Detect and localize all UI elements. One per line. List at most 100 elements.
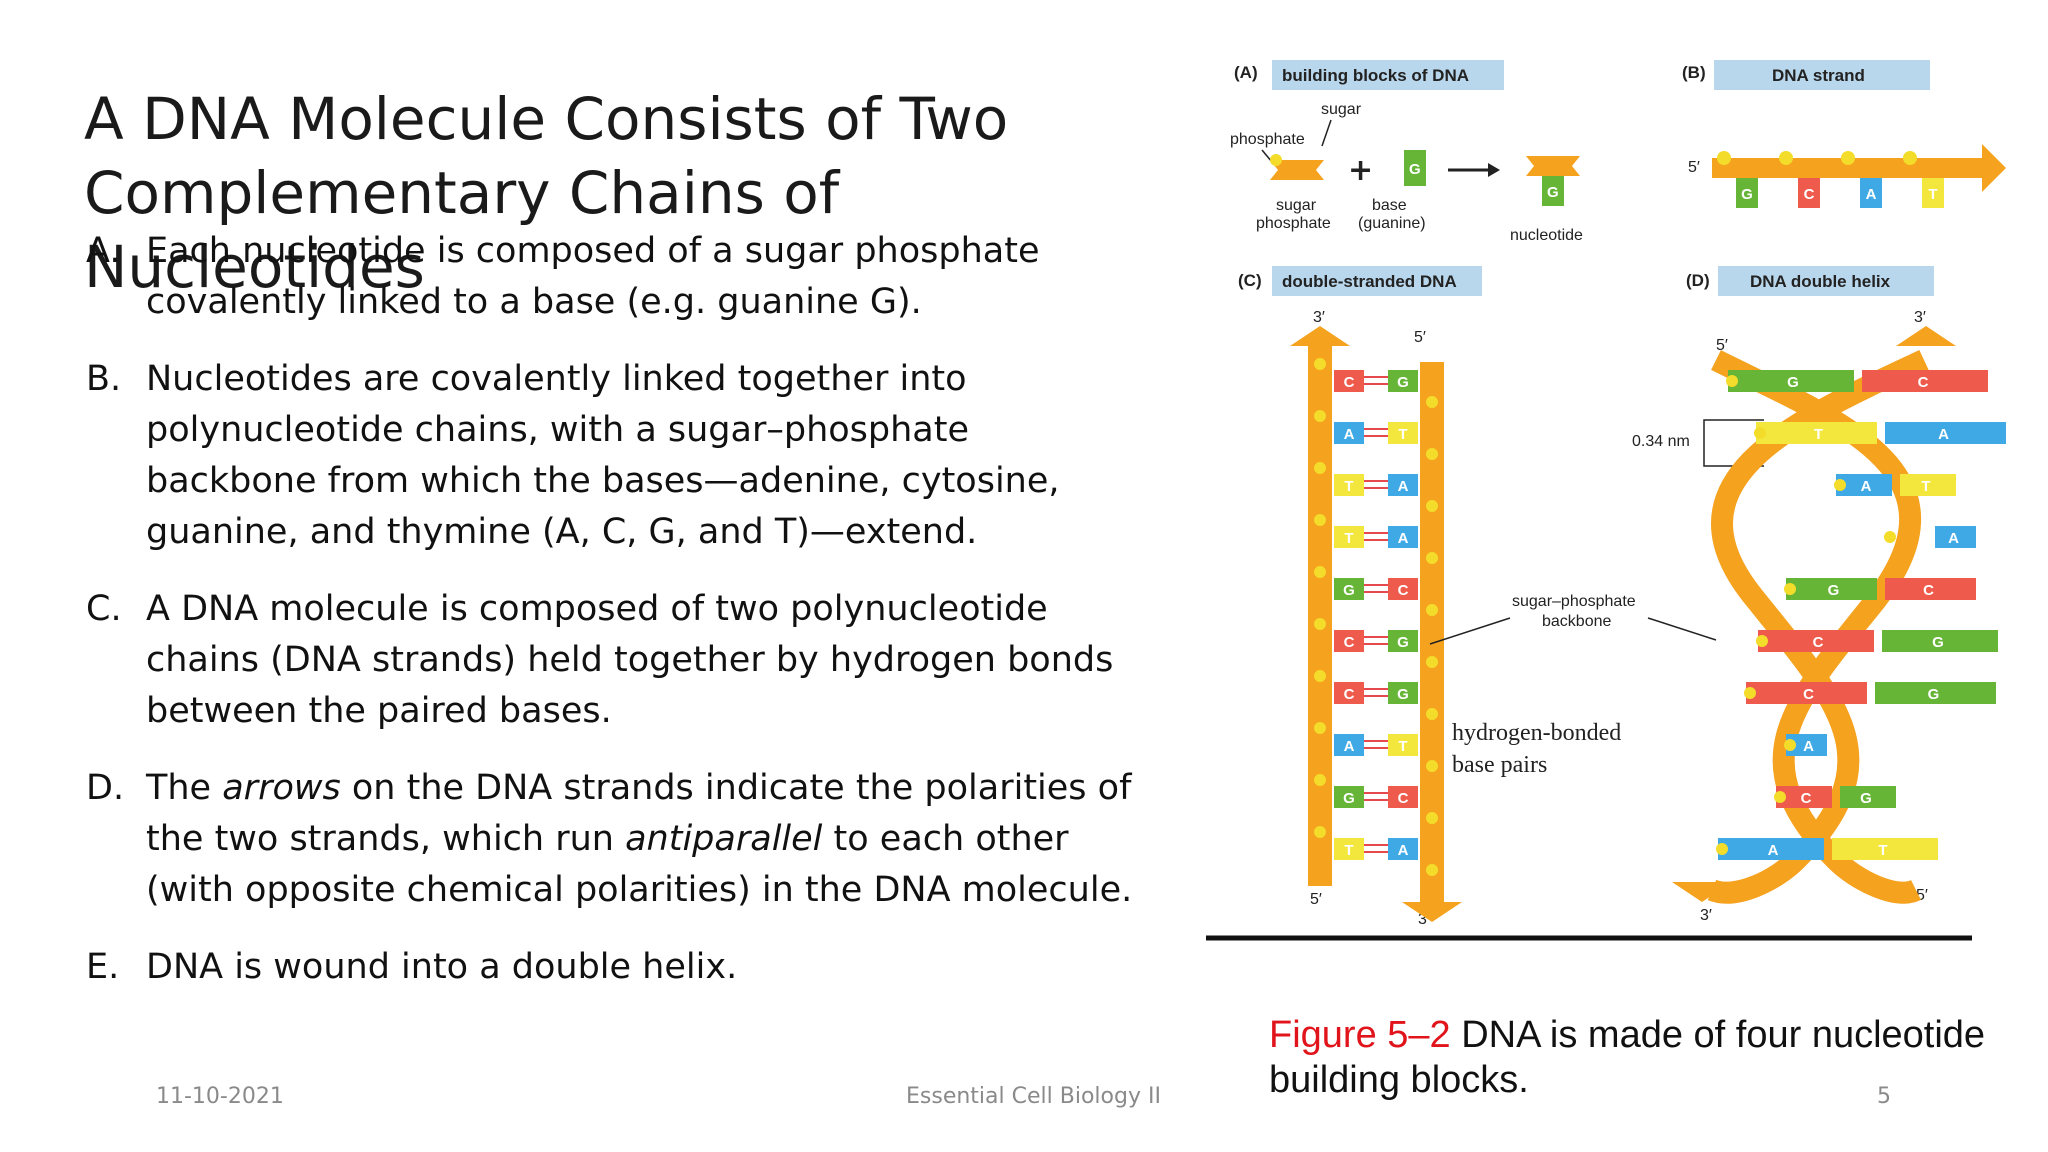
- nucleotide-base-shape: [1542, 176, 1564, 206]
- ds-left-base: [1334, 786, 1364, 808]
- ds-left-bottom-label: 5′: [1310, 891, 1322, 908]
- ds-right-base: [1388, 422, 1418, 444]
- backbone-label-2: backbone: [1542, 613, 1611, 630]
- helix-bottom-five-prime: 5′: [1916, 887, 1928, 904]
- phosphate-circle: [1726, 375, 1738, 387]
- helix-right-base: [1885, 578, 1976, 600]
- bullet-text: DNA is wound into a double helix.: [146, 942, 1146, 993]
- ds-right-base: [1388, 578, 1418, 600]
- nucleotide-sugar-shape: [1526, 156, 1580, 176]
- phosphate-circle: [1426, 500, 1438, 512]
- phosphate-circle: [1314, 670, 1326, 682]
- bullet-item: B.Nucleotides are covalently linked toge…: [86, 354, 1146, 558]
- bullet-item: A.Each nucleotide is composed of a sugar…: [86, 226, 1146, 328]
- phosphate-circle: [1426, 812, 1438, 824]
- bullet-text: A DNA molecule is composed of two polynu…: [146, 584, 1146, 737]
- phosphate-circle: [1426, 864, 1438, 876]
- figure-caption-text: DNA is made of four nucleotide building …: [1269, 1014, 1986, 1101]
- ds-right-base-letter: C: [1398, 582, 1409, 599]
- strand-base-letter: C: [1804, 186, 1815, 203]
- sugar-label: sugar: [1321, 101, 1362, 118]
- helix-left-base: [1786, 578, 1877, 600]
- helix-arrow-top: [1896, 326, 1956, 346]
- panel-c-label: (C): [1238, 271, 1262, 290]
- phosphate-circle: [1426, 396, 1438, 408]
- bullet-list: A.Each nucleotide is composed of a sugar…: [86, 226, 1146, 1019]
- ds-right-base: [1388, 734, 1418, 756]
- left-backbone-arrow: [1290, 326, 1350, 346]
- phosphate-circle: [1784, 583, 1796, 595]
- bullet-item: E.DNA is wound into a double helix.: [86, 942, 1146, 993]
- bullet-letter: D.: [86, 768, 125, 808]
- ds-left-base: [1334, 630, 1364, 652]
- helix-right-base-letter: A: [1948, 530, 1959, 547]
- phosphate-circle: [1717, 151, 1731, 165]
- left-backbone: [1308, 346, 1332, 886]
- hbond-label-1: hydrogen-bonded: [1452, 720, 1621, 746]
- bullet-text: The arrows on the DNA strands indicate t…: [146, 763, 1146, 916]
- bullet-letter: B.: [86, 359, 122, 399]
- panel-d-title-box: [1718, 266, 1934, 296]
- phosphate-circle: [1779, 151, 1793, 165]
- phosphate-circle: [1314, 618, 1326, 630]
- emphasis-text: antiparallel: [625, 819, 823, 859]
- footer-page-number: 5: [1877, 1084, 1891, 1109]
- ds-left-base-letter: C: [1344, 634, 1355, 651]
- footer-course: Essential Cell Biology II: [906, 1084, 1161, 1109]
- bullet-text: Each nucleotide is composed of a sugar p…: [146, 226, 1146, 328]
- ds-right-base-letter: G: [1397, 374, 1409, 391]
- dna-figure: (A) building blocks of DNA (B) DNA stran…: [1206, 60, 2006, 941]
- helix-left-base-letter: G: [1828, 582, 1840, 599]
- phosphate-label: phosphate: [1230, 131, 1305, 148]
- ds-left-base-letter: A: [1344, 738, 1355, 755]
- helix-top-three-prime: 3′: [1914, 309, 1926, 326]
- bullet-text-segment: DNA is wound into a double helix.: [146, 947, 738, 987]
- helix-arrow-bottom: [1672, 882, 1732, 902]
- helix-left-base: [1728, 370, 1854, 392]
- bullet-letter: C.: [86, 589, 122, 629]
- helix-left-base: [1718, 838, 1824, 860]
- ds-right-bottom-label: 3′: [1418, 911, 1430, 928]
- helix-top-five-prime: 5′: [1716, 337, 1728, 354]
- helix-right-base-letter: G: [1928, 686, 1940, 703]
- ds-left-base-letter: T: [1344, 530, 1353, 547]
- ds-right-base-letter: C: [1398, 790, 1409, 807]
- panel-a-building-blocks: sugar phosphate + G G sugar phosphate ba…: [1230, 101, 1583, 244]
- bullet-item: C. A DNA molecule is composed of two poly…: [86, 584, 1146, 737]
- ds-left-base: [1334, 370, 1364, 392]
- ds-left-base: [1334, 578, 1364, 600]
- helix-right-base-letter: G: [1860, 790, 1872, 807]
- base-label-1: base: [1372, 197, 1407, 214]
- helix-right-base: [1862, 370, 1988, 392]
- strand-base-c: [1798, 178, 1820, 208]
- helix-left-base: [1758, 630, 1874, 652]
- panel-a-title: building blocks of DNA: [1282, 66, 1469, 85]
- ds-left-base-letter: G: [1343, 582, 1355, 599]
- ds-left-base: [1334, 838, 1364, 860]
- ds-left-base: [1334, 682, 1364, 704]
- bullet-item: D. The arrows on the DNA strands indicate…: [86, 763, 1146, 916]
- ds-left-base: [1334, 474, 1364, 496]
- helix-right-base-letter: T: [1921, 478, 1930, 495]
- ds-right-base-letter: T: [1398, 426, 1407, 443]
- strand-base-t: [1922, 178, 1944, 208]
- phosphate-circle: [1314, 566, 1326, 578]
- helix-right-base: [1935, 526, 1976, 548]
- phosphate-circle: [1314, 774, 1326, 786]
- helix-left-base: [1776, 786, 1832, 808]
- ds-left-base-letter: A: [1344, 426, 1355, 443]
- ds-left-top-label: 3′: [1313, 309, 1325, 326]
- helix-left-base-letter: A: [1768, 842, 1779, 859]
- helix-right-base-letter: G: [1932, 634, 1944, 651]
- panel-d-header: (D) DNA double helix: [1686, 266, 1934, 296]
- panel-b-label: (B): [1682, 63, 1706, 82]
- ds-right-base-letter: G: [1397, 686, 1409, 703]
- ds-right-base: [1388, 786, 1418, 808]
- phosphate-circle: [1884, 531, 1896, 543]
- panel-c-title-box: [1272, 266, 1482, 296]
- backbone-callout: sugar–phosphate backbone: [1429, 593, 1717, 645]
- figure-caption: Figure 5–2 DNA is made of four nucleotid…: [1269, 1013, 2029, 1103]
- phosphate-circle: [1314, 826, 1326, 838]
- phosphate-circle: [1314, 358, 1326, 370]
- bullet-text-segment: on the DNA strands indicate the polariti…: [146, 768, 1132, 859]
